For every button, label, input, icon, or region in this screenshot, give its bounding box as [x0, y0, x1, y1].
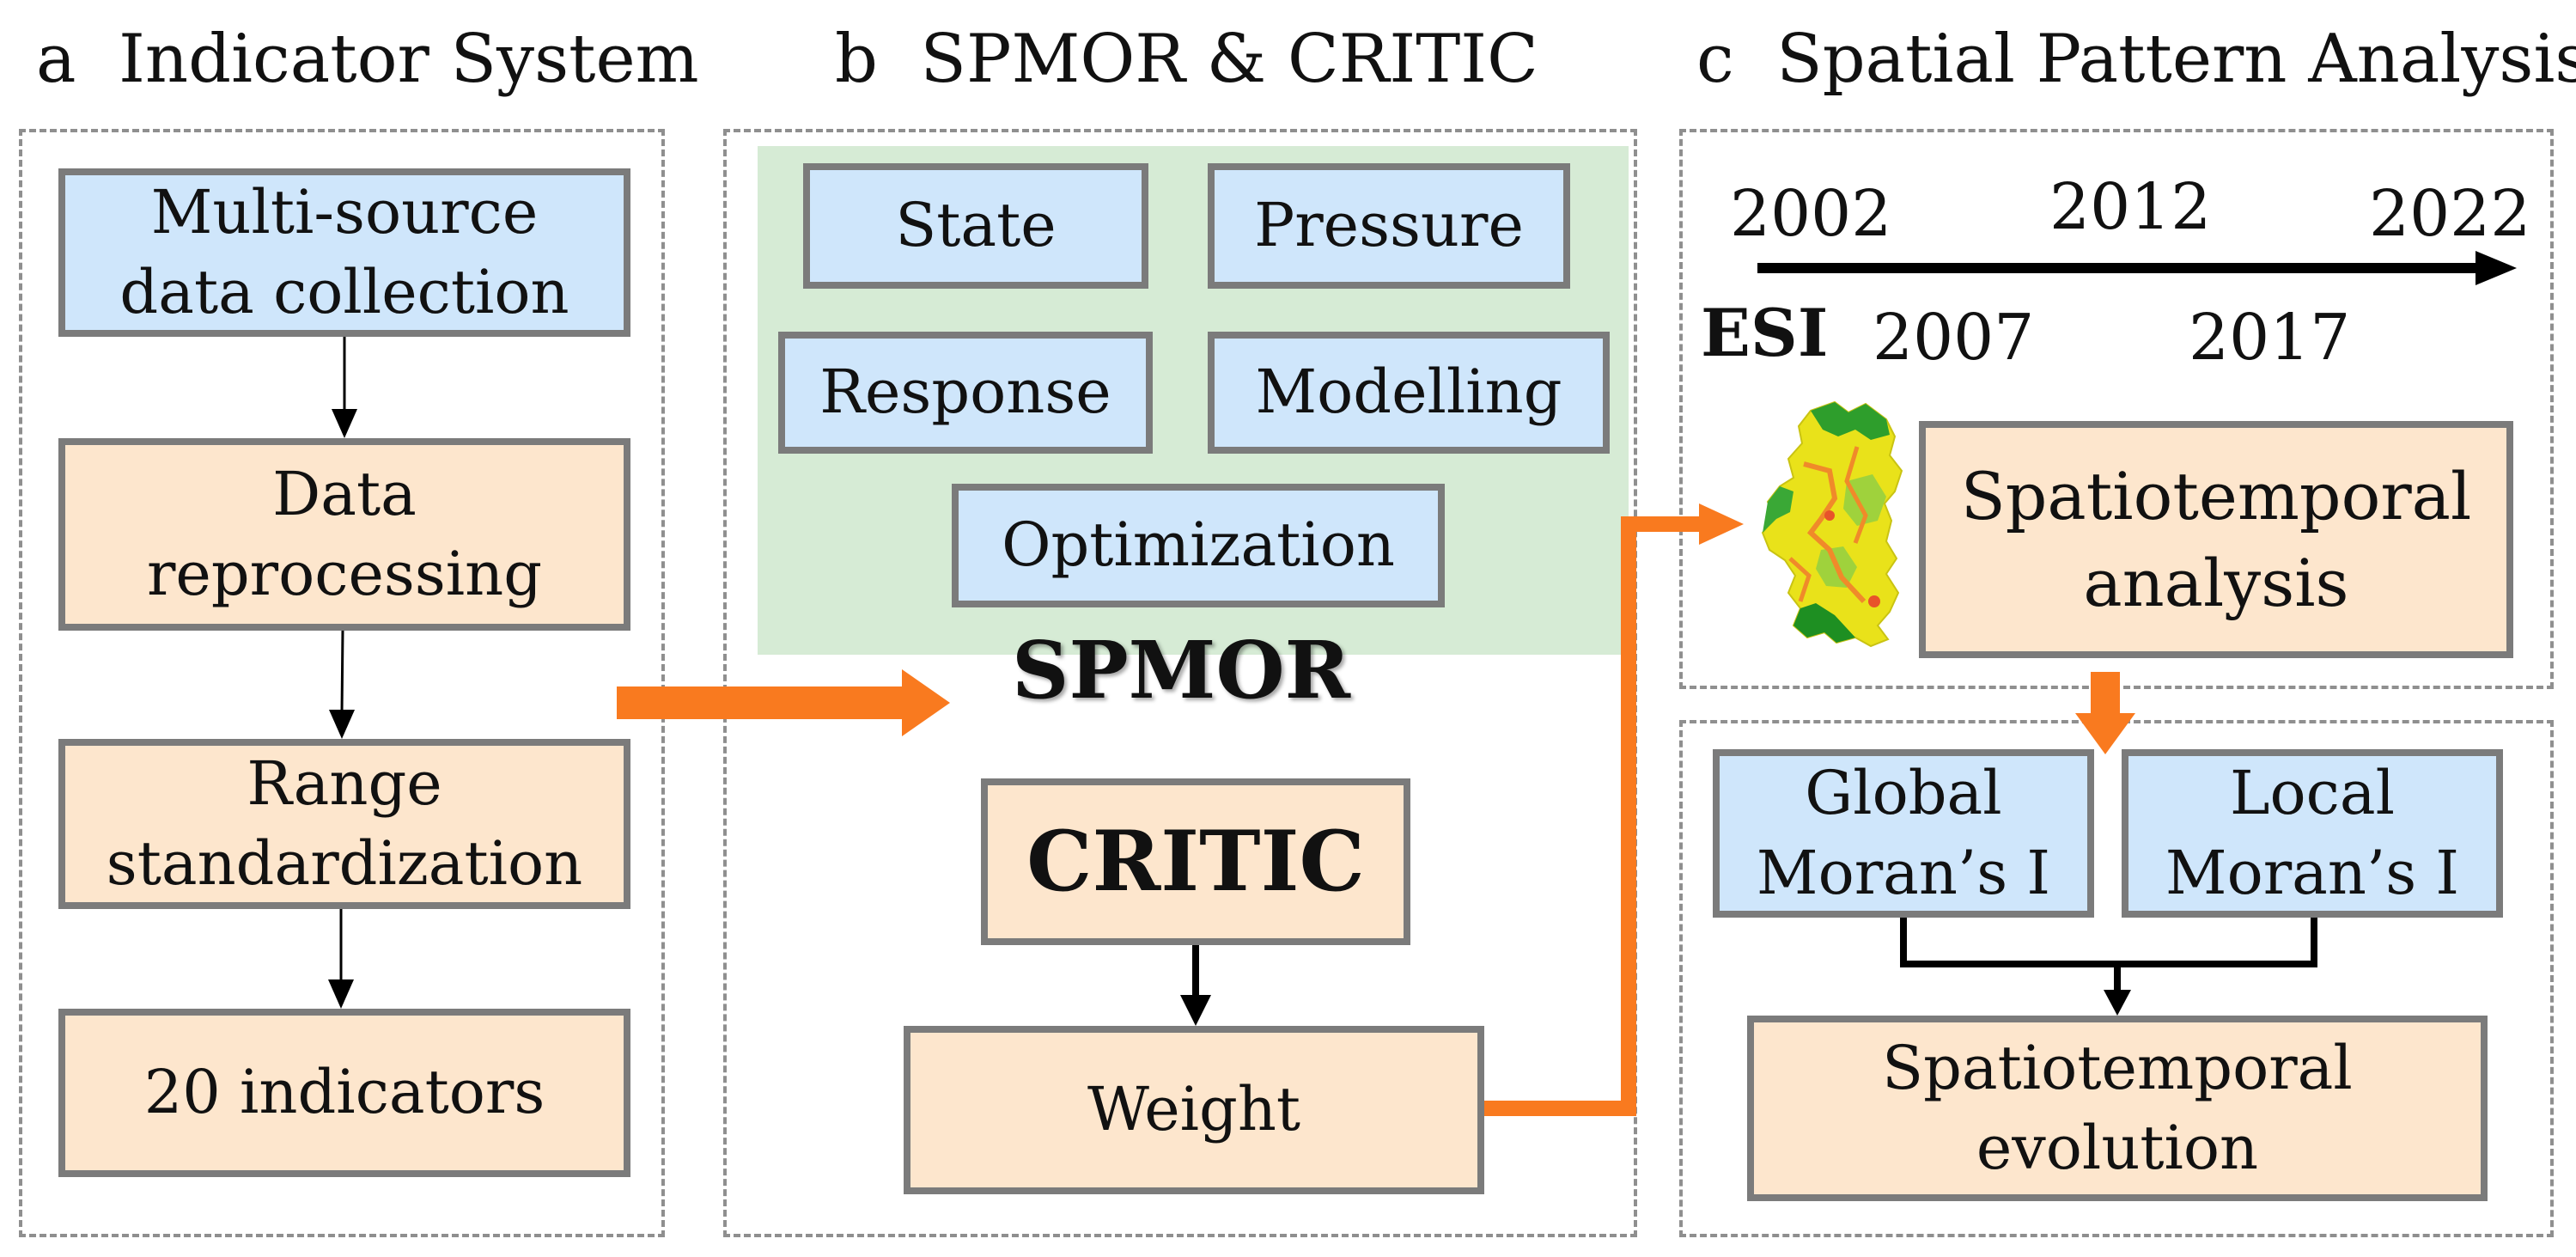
panel-a-letter: a — [36, 21, 76, 98]
arrow-critic-to-weight — [1180, 945, 1211, 1026]
panel-b-title-text: SPMOR & CRITIC — [920, 21, 1538, 98]
state-box: State — [803, 163, 1148, 289]
esi-label: ESI — [1701, 295, 1829, 371]
esi-map-image — [1761, 400, 1903, 648]
data-reprocessing-box: Data reprocessing — [58, 438, 630, 631]
arrow-standardization-to-indicators — [328, 909, 354, 1009]
moran-merge-connector — [1900, 918, 2317, 1016]
modelling-box: Modelling — [1208, 332, 1610, 454]
panel-a-title: a Indicator System — [36, 26, 699, 93]
panel-c-title: c Spatial Pattern Analysis — [1696, 26, 2576, 93]
panel-c-letter: c — [1696, 21, 1734, 98]
response-box: Response — [778, 332, 1153, 454]
multi-source-data-collection-box: Multi-source data collection — [58, 168, 630, 337]
year-2012: 2012 — [2049, 170, 2212, 244]
global-morans-i-box: Global Moran’s I — [1713, 749, 2094, 918]
spatiotemporal-evolution-box: Spatiotemporal evolution — [1747, 1016, 2488, 1201]
orange-arrow-weight-to-map — [1484, 503, 1744, 1116]
spmor-label: SPMOR — [1012, 624, 1351, 717]
twenty-indicators-box: 20 indicators — [58, 1009, 630, 1177]
arrow-reprocessing-to-standardization — [329, 630, 355, 739]
critic-box: CRITIC — [981, 778, 1410, 945]
timeline-arrow — [1757, 251, 2517, 285]
range-standardization-box: Range standardization — [58, 739, 630, 909]
panel-c-title-text: Spatial Pattern Analysis — [1776, 21, 2576, 98]
arrow-collection-to-reprocessing — [332, 337, 357, 438]
year-2017: 2017 — [2189, 301, 2351, 375]
pressure-box: Pressure — [1208, 163, 1570, 289]
optimization-box: Optimization — [952, 484, 1445, 607]
year-2002: 2002 — [1730, 177, 1892, 251]
panel-b-title: b SPMOR & CRITIC — [835, 26, 1538, 93]
year-2022: 2022 — [2369, 177, 2531, 251]
orange-arrow-a-to-b — [617, 669, 950, 736]
weight-box: Weight — [904, 1026, 1484, 1194]
spatiotemporal-analysis-box: Spatiotemporal analysis — [1919, 421, 2513, 658]
local-morans-i-box: Local Moran’s I — [2122, 749, 2503, 918]
panel-b-letter: b — [835, 21, 878, 98]
year-2007: 2007 — [1873, 301, 2035, 375]
panel-a-title-text: Indicator System — [119, 21, 699, 98]
panel-a-frame — [19, 129, 665, 1237]
orange-arrow-analysis-to-moran — [2075, 672, 2135, 754]
